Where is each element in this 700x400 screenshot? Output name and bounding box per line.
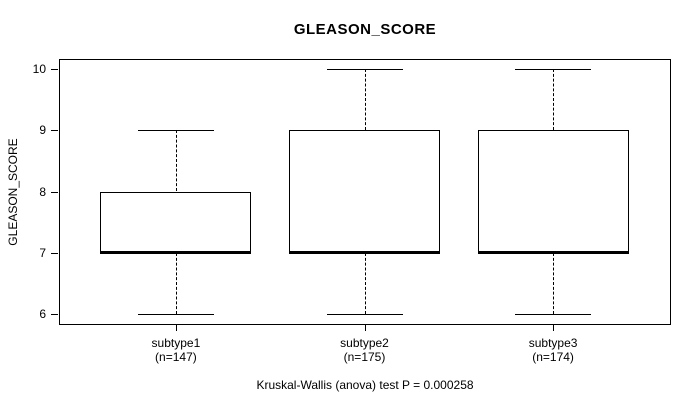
y-axis-tick-label: 9	[39, 123, 46, 138]
iqr-box	[289, 130, 440, 253]
y-axis-tick	[51, 314, 58, 316]
upper-whisker-cap	[515, 68, 592, 70]
lower-whisker-line	[364, 252, 366, 315]
category-name: subtype1	[151, 336, 201, 350]
y-axis-tick	[51, 191, 58, 193]
iqr-box	[100, 191, 252, 253]
x-axis-tick	[175, 324, 177, 331]
y-axis-tick-label: 7	[39, 245, 46, 260]
x-axis-tick	[364, 324, 366, 331]
upper-whisker-cap	[326, 68, 403, 70]
median-line	[289, 251, 440, 255]
upper-whisker-line	[364, 68, 366, 131]
category-count: (n=147)	[155, 350, 197, 364]
x-axis-category-label: subtype2(n=175)	[295, 336, 435, 364]
y-axis-tick-label: 6	[39, 307, 46, 322]
category-count: (n=175)	[343, 350, 386, 364]
category-name: subtype2	[340, 336, 389, 350]
statistics-annotation: Kruskal-Wallis (anova) test P = 0.000258	[256, 378, 474, 392]
x-axis-tick	[553, 324, 555, 331]
median-line	[477, 251, 629, 255]
upper-whisker-line	[553, 68, 555, 131]
lower-whisker-line	[175, 252, 177, 315]
y-axis-tick	[51, 130, 58, 132]
lower-whisker-line	[553, 252, 555, 315]
upper-whisker-line	[175, 130, 177, 192]
x-axis-category-label: subtype1(n=147)	[106, 336, 246, 364]
median-line	[100, 251, 252, 255]
y-axis-tick-label: 8	[39, 184, 46, 199]
lower-whisker-cap	[137, 314, 214, 316]
x-axis-category-label: subtype3(n=174)	[483, 336, 623, 364]
chart-title: GLEASON_SCORE	[293, 21, 437, 38]
category-count: (n=174)	[532, 350, 574, 364]
upper-whisker-cap	[137, 130, 214, 132]
y-axis-tick	[51, 68, 58, 70]
lower-whisker-cap	[515, 314, 592, 316]
y-axis-tick	[51, 252, 58, 254]
iqr-box	[477, 130, 629, 253]
lower-whisker-cap	[326, 314, 403, 316]
y-axis-tick-label: 10	[32, 61, 46, 76]
category-name: subtype3	[528, 336, 578, 350]
